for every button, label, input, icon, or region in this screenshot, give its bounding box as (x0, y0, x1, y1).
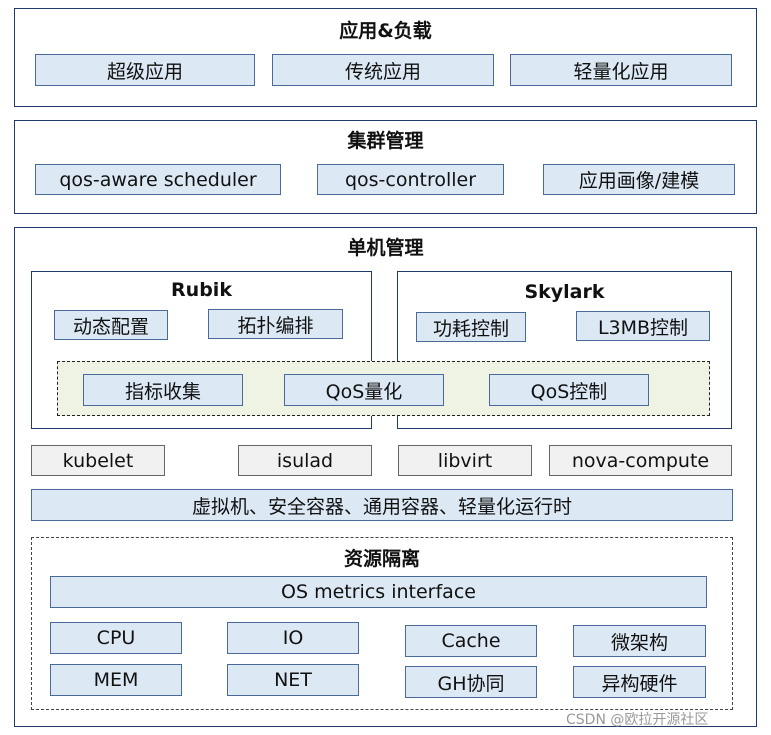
app-profiling-modeling: 应用画像/建模 (543, 164, 735, 195)
app-traditional: 传统应用 (272, 54, 494, 86)
apps-title: 应用&负载 (339, 20, 432, 42)
res-hetero-hw: 异构硬件 (573, 666, 706, 698)
metrics-collection: 指标收集 (83, 374, 243, 406)
skylark-title: Skylark (524, 281, 605, 303)
agent-isulad: isulad (238, 445, 372, 476)
app-super: 超级应用 (35, 54, 255, 86)
res-net: NET (227, 664, 359, 696)
app-lightweight: 轻量化应用 (510, 54, 732, 86)
qos-controller: qos-controller (317, 164, 504, 195)
agent-libvirt: libvirt (398, 445, 532, 476)
dynamic-config: 动态配置 (54, 310, 168, 340)
qos-quantification: QoS量化 (284, 374, 444, 406)
qos-aware-scheduler: qos-aware scheduler (35, 164, 281, 195)
agent-kubelet: kubelet (31, 445, 165, 476)
runtime-bar: 虚拟机、安全容器、通用容器、轻量化运行时 (31, 489, 733, 521)
isolation-title: 资源隔离 (343, 548, 420, 570)
res-cache: Cache (405, 625, 537, 657)
csdn-watermark: CSDN @欧拉开源社区 (566, 712, 709, 728)
os-metrics-interface: OS metrics interface (50, 576, 707, 608)
res-gh-collab: GH协同 (405, 666, 537, 698)
res-microarch: 微架构 (573, 625, 706, 657)
res-io: IO (227, 622, 359, 654)
apps-layer: 应用&负载 超级应用 传统应用 轻量化应用 (14, 8, 757, 107)
power-control: 功耗控制 (416, 312, 526, 342)
res-mem: MEM (50, 664, 182, 696)
cluster-layer: 集群管理 qos-aware scheduler qos-controller … (14, 120, 757, 214)
topology-scheduling: 拓扑编排 (208, 309, 343, 339)
agent-nova-compute: nova-compute (549, 445, 732, 476)
qos-control: QoS控制 (489, 374, 649, 406)
res-cpu: CPU (50, 622, 182, 654)
rubik-title: Rubik (171, 279, 232, 301)
cluster-title: 集群管理 (347, 130, 424, 152)
l3mb-control: L3MB控制 (576, 311, 710, 341)
node-title: 单机管理 (347, 237, 424, 259)
